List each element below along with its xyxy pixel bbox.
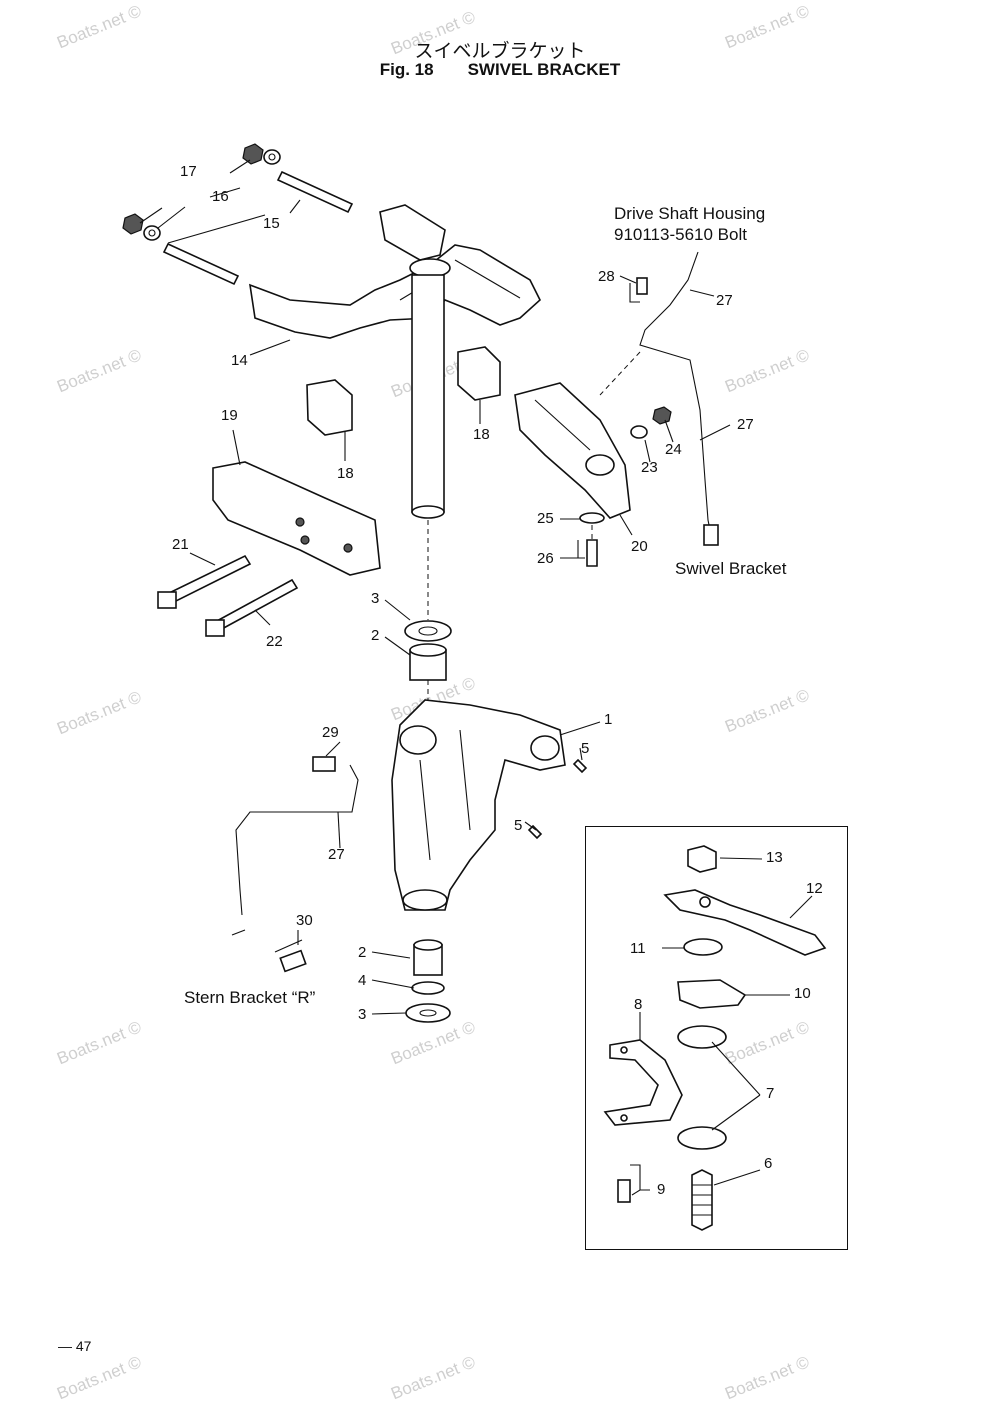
- washer-25: [579, 512, 605, 524]
- callout-5: 5: [581, 740, 590, 757]
- callout-18: 18: [473, 426, 490, 443]
- bushing-2: [413, 939, 443, 976]
- nut-24: [652, 406, 672, 425]
- nut-17: [122, 143, 264, 235]
- callout-5: 5: [514, 817, 523, 834]
- washer-11: [683, 938, 723, 956]
- caption-bolt-number: 910113-5610 Bolt: [614, 225, 747, 244]
- swivel-bracket-body: [391, 699, 566, 911]
- caption-swivel-bracket: Swivel Bracket: [675, 559, 787, 578]
- callout-4: 4: [358, 972, 367, 989]
- steering-shaft-part: [411, 274, 445, 519]
- callout-9: 9: [657, 1181, 666, 1198]
- washer-3: [404, 620, 452, 642]
- callout-1: 1: [604, 711, 613, 728]
- callout-25: 25: [537, 510, 554, 527]
- callout-3: 3: [358, 1006, 367, 1023]
- callout-11: 11: [630, 940, 646, 957]
- bushing-2: [409, 643, 447, 681]
- anode-bracket-20: [514, 382, 631, 519]
- friction-disc-7: [677, 1126, 727, 1150]
- washer-16: [143, 149, 281, 241]
- callout-12: 12: [806, 880, 823, 897]
- screw-9: [617, 1179, 631, 1203]
- callout-17: 17: [180, 163, 197, 180]
- washer-3: [405, 1003, 451, 1023]
- caption-drive-shaft-housing: Drive Shaft Housing: [614, 204, 766, 223]
- inset-box: [585, 826, 848, 1250]
- callout-23: 23: [641, 459, 658, 476]
- callout-13: 13: [766, 849, 783, 866]
- callout-14: 14: [231, 352, 248, 369]
- page-number: — 47: [58, 1338, 92, 1354]
- plate-10: [677, 979, 747, 1009]
- damper-18: [306, 346, 501, 436]
- callout-27: 27: [716, 292, 733, 309]
- o-ring-4: [411, 981, 445, 995]
- callout-2: 2: [358, 944, 367, 961]
- screw-6: [691, 1169, 713, 1231]
- callout-21: 21: [172, 536, 189, 553]
- callout-24: 24: [665, 441, 682, 458]
- bolt-21-22: [157, 554, 299, 637]
- bolt-15: [162, 170, 354, 286]
- callout-27: 27: [328, 846, 345, 863]
- nut-13: [687, 845, 717, 873]
- figure-title: SWIVEL BRACKET: [467, 60, 621, 79]
- ground-lead-27: [231, 756, 359, 973]
- figure-number: Fig. 18: [379, 60, 434, 79]
- bolt-26: [586, 539, 598, 567]
- screw-5: [572, 758, 588, 774]
- callout-26: 26: [537, 550, 554, 567]
- title-japanese: スイベルブラケット: [414, 40, 586, 62]
- callout-22: 22: [266, 633, 283, 650]
- ground-lead-27: [639, 251, 719, 546]
- bracket-8: [603, 1039, 683, 1126]
- screw-5: [527, 824, 543, 840]
- callout-10: 10: [794, 985, 811, 1002]
- washer-23: [630, 425, 648, 439]
- callout-3: 3: [371, 590, 380, 607]
- callout-16: 16: [212, 188, 229, 205]
- caption-stern-bracket: Stern Bracket “R”: [184, 988, 316, 1007]
- callout-18: 18: [337, 465, 354, 482]
- callout-30: 30: [296, 912, 313, 929]
- callout-19: 19: [221, 407, 238, 424]
- callout-20: 20: [631, 538, 648, 555]
- callout-15: 15: [263, 215, 280, 232]
- leader-lines: [139, 159, 813, 1196]
- callout-8: 8: [634, 996, 643, 1013]
- page-title: Fig. 18 SWIVEL BRACKET: [0, 60, 1000, 80]
- friction-disc-7: [677, 1025, 727, 1049]
- steering-arm-part: [249, 204, 541, 339]
- tiller-lever-12: [663, 889, 827, 956]
- callout-7: 7: [766, 1085, 775, 1102]
- callout-28: 28: [598, 268, 615, 285]
- callout-2: 2: [371, 627, 380, 644]
- bolt-28: [636, 277, 648, 295]
- callout-6: 6: [764, 1155, 773, 1172]
- thrust-pad-19: [212, 461, 381, 576]
- callout-27: 27: [737, 416, 754, 433]
- callout-29: 29: [322, 724, 339, 741]
